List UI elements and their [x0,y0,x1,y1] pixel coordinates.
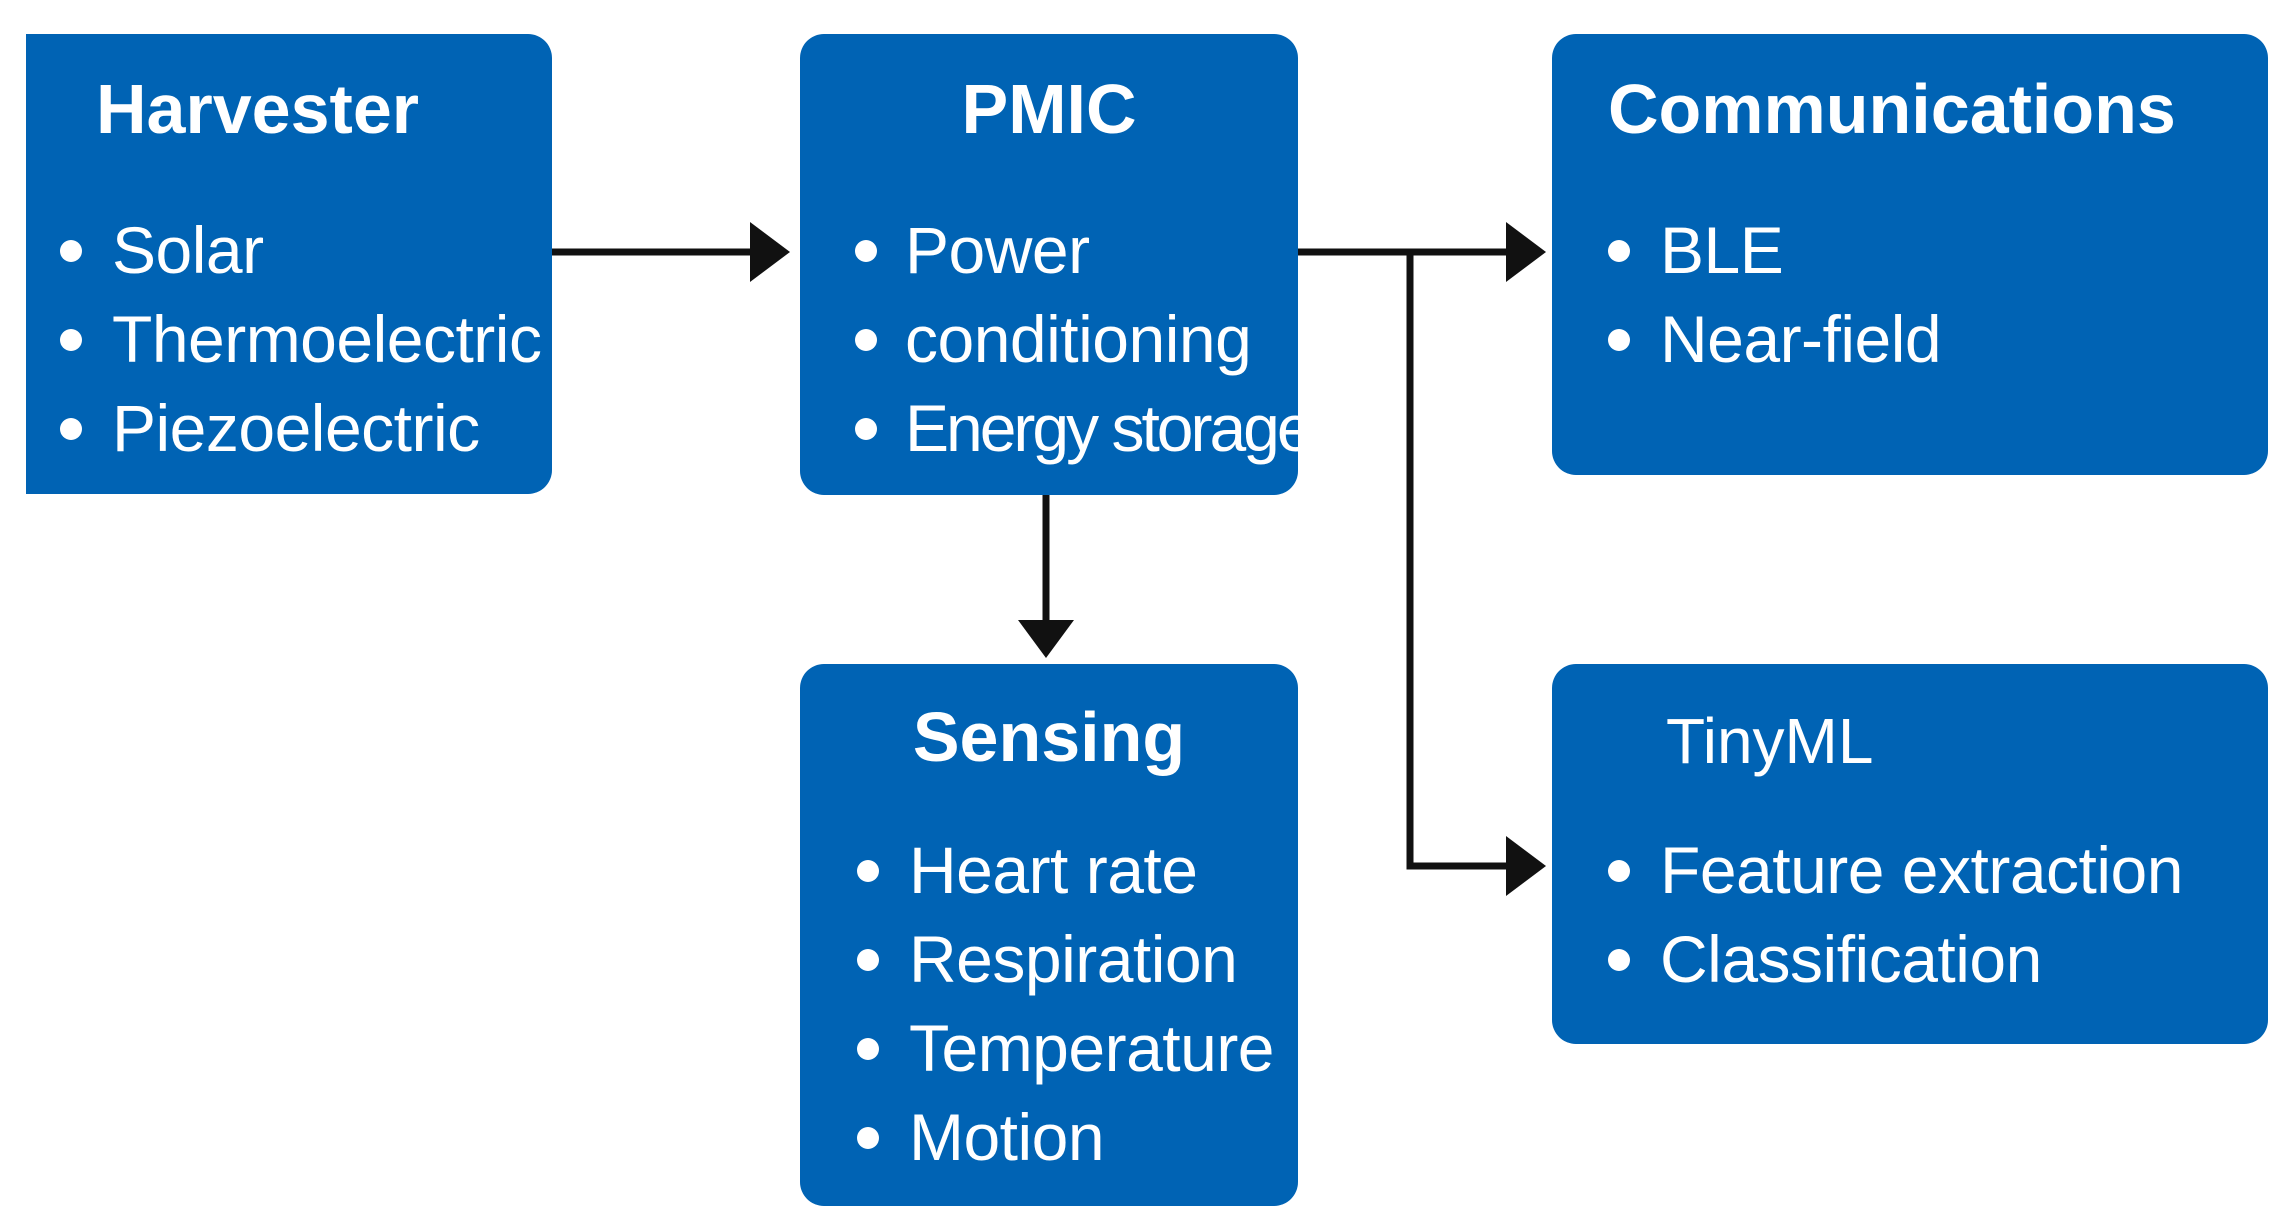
sensing-item-2: Respiration [909,922,1238,996]
sensing-item-3: Temperature [909,1011,1275,1085]
arrowhead-tinyml [1506,836,1546,896]
bullet-icon [855,329,877,351]
harvester-box: Harvester Solar Thermoelectric Piezoelec… [26,34,552,494]
bullet-icon [857,1038,879,1060]
arrowhead-pmic [750,222,790,282]
sensing-box: Sensing Heart rate Respiration Temperatu… [800,664,1298,1206]
harvester-title: Harvester [96,70,419,148]
harvester-item-1: Solar [112,213,264,287]
bullet-icon [855,240,877,262]
pmic-item-1: Power [905,213,1090,287]
bullet-icon [60,418,82,440]
bullet-icon [1608,329,1630,351]
tinyml-title: TinyML [1666,705,1874,777]
bullet-icon [1608,949,1630,971]
sensing-item-1: Heart rate [909,833,1198,907]
pmic-title: PMIC [961,70,1137,148]
bullet-icon [1608,860,1630,882]
harvester-item-2: Thermoelectric [112,302,542,376]
sensing-title: Sensing [912,698,1186,776]
communications-title: Communications [1608,70,2176,148]
bullet-icon [1608,240,1630,262]
bullet-icon [60,329,82,351]
tinyml-item-1: Feature extraction [1660,833,2183,907]
arrow-pmic-to-tinyml [1406,252,1510,870]
communications-box: Communications BLE Near-field [1552,34,2268,475]
bullet-icon [60,240,82,262]
arrowhead-communications [1506,222,1546,282]
pmic-item-2: conditioning [905,302,1252,376]
bullet-icon [855,418,877,440]
communications-item-2: Near-field [1660,302,1942,376]
bullet-icon [857,860,879,882]
arrowhead-sensing [1018,620,1074,658]
harvester-item-3: Piezoelectric [112,391,480,465]
bullet-icon [857,949,879,971]
communications-item-1: BLE [1660,213,1784,287]
tinyml-box: TinyML Feature extraction Classification [1552,664,2268,1044]
pmic-box: PMIC Power conditioning Energy storage [800,34,1314,495]
tinyml-item-2: Classification [1660,922,2042,996]
bullet-icon [857,1127,879,1149]
sensing-item-4: Motion [909,1100,1105,1174]
pmic-item-3: Energy storage [905,391,1314,465]
